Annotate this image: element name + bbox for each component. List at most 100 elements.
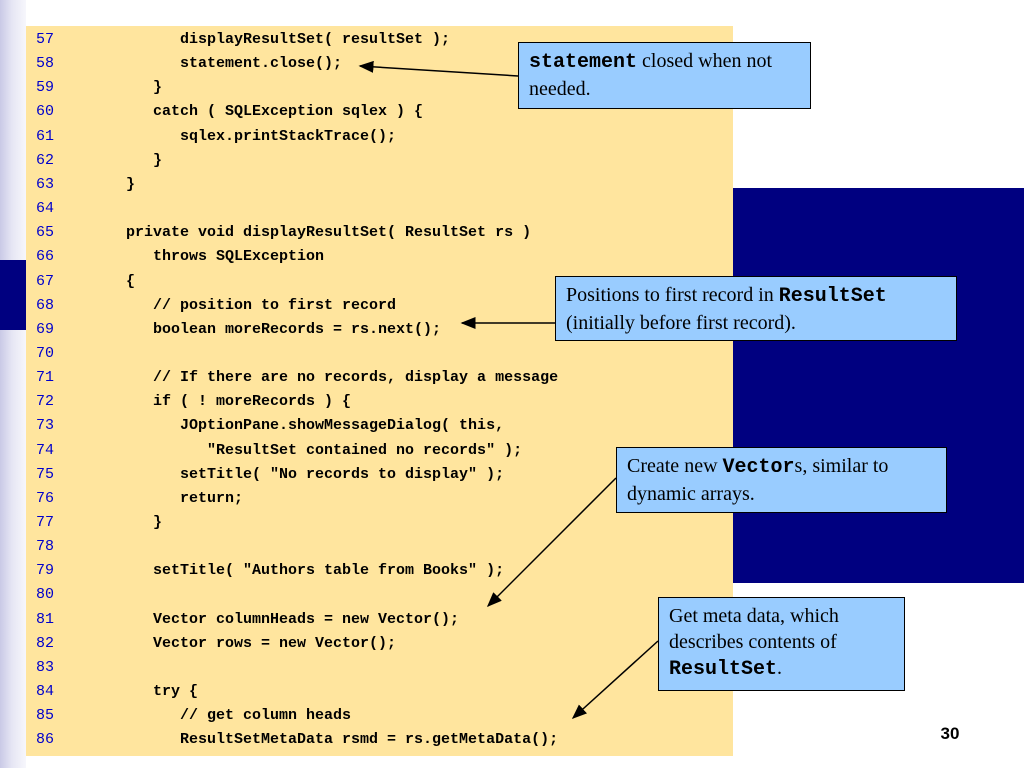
line-number: 85: [36, 707, 55, 725]
code-text: sqlex.printStackTrace();: [99, 127, 397, 145]
callout-text: Get meta data, which describes contents …: [669, 605, 839, 653]
code-line: 65 private void displayResultSet( Result…: [26, 221, 733, 245]
callout-text: Create new: [627, 455, 723, 477]
callout-text: closed when not needed.: [529, 50, 773, 100]
code-line: 78: [26, 535, 733, 559]
code-line: 85 // get column heads: [26, 704, 733, 728]
code-text: statement.close();: [99, 55, 343, 73]
line-number: 69: [36, 320, 55, 338]
line-number: 72: [36, 393, 55, 411]
code-line: 63 }: [26, 173, 733, 197]
line-number: 79: [36, 562, 55, 580]
code-line: 67 {: [26, 270, 733, 294]
line-number: 74: [36, 441, 55, 459]
arrow-metadata: [571, 640, 659, 720]
arrow-statement-close: [358, 60, 519, 77]
line-number: 65: [36, 224, 55, 242]
code-text: {: [99, 272, 136, 290]
line-number: 70: [36, 344, 55, 362]
line-number: 77: [36, 514, 55, 531]
line-number: 59: [36, 79, 55, 97]
line-number: 76: [36, 489, 55, 507]
code-line: 60 catch ( SQLException sqlex ) {: [26, 100, 733, 124]
line-number: 66: [36, 248, 55, 266]
line-number: 63: [36, 175, 55, 193]
code-text: // position to first record: [99, 296, 397, 314]
code-text: }: [99, 175, 136, 193]
line-number: 81: [36, 610, 55, 628]
code-text: boolean moreRecords = rs.next();: [99, 320, 442, 338]
code-line: 77 }: [26, 511, 733, 535]
line-number: 84: [36, 683, 55, 701]
code-line: 59 }: [26, 76, 733, 100]
callout-code-text: ResultSet: [669, 658, 778, 681]
code-text: // get column heads: [99, 707, 352, 725]
code-line: 69 boolean moreRecords = rs.next();: [26, 318, 733, 342]
code-line: 81 Vector columnHeads = new Vector();: [26, 608, 733, 632]
code-text: private void displayResultSet( ResultSet…: [99, 224, 532, 242]
right-blue-block: [733, 188, 1024, 583]
callout-text: .: [777, 657, 783, 679]
callout-code-text: statement: [529, 51, 638, 74]
line-number: 73: [36, 417, 55, 435]
line-number: 68: [36, 296, 55, 314]
left-blue-band: [0, 260, 26, 330]
code-text: JOptionPane.showMessageDialog( this,: [99, 417, 505, 435]
line-number: 58: [36, 55, 55, 73]
code-line: 74 "ResultSet contained no records" );: [26, 439, 733, 463]
line-number: 67: [36, 272, 55, 290]
code-text: ResultSetMetaData rsmd = rs.getMetaData(…: [99, 731, 559, 749]
callout-code-text: Vector: [722, 456, 795, 479]
code-text: }: [99, 514, 163, 531]
code-text: if ( ! moreRecords ) {: [99, 393, 352, 411]
code-text: "ResultSet contained no records" );: [99, 441, 523, 459]
code-line: 66 throws SQLException: [26, 245, 733, 269]
code-line: 71 // If there are no records, display a…: [26, 366, 733, 390]
code-line: 75 setTitle( "No records to display" );: [26, 463, 733, 487]
code-text: catch ( SQLException sqlex ) {: [99, 103, 424, 121]
callout-get-metadata: Get meta data, which describes contents …: [658, 597, 905, 691]
code-listing: 57 displayResultSet( resultSet );58 stat…: [26, 26, 733, 756]
code-text: try {: [99, 683, 199, 701]
line-number: 82: [36, 634, 55, 652]
code-text: throws SQLException: [99, 248, 325, 266]
code-text: setTitle( "No records to display" );: [99, 465, 505, 483]
code-line: 58 statement.close();: [26, 52, 733, 76]
slide-page-number: 30: [940, 724, 960, 743]
line-number: 78: [36, 538, 55, 556]
code-text: setTitle( "Authors table from Books" );: [99, 562, 505, 580]
code-line: 80: [26, 583, 733, 607]
code-line: 86 ResultSetMetaData rsmd = rs.getMetaDa…: [26, 728, 733, 752]
code-line: 57 displayResultSet( resultSet );: [26, 28, 733, 52]
code-text: displayResultSet( resultSet );: [99, 31, 451, 48]
line-number: 61: [36, 127, 55, 145]
code-line: 83: [26, 656, 733, 680]
code-line: 68 // position to first record: [26, 294, 733, 318]
callout-text: (initially before first record).: [566, 312, 796, 334]
code-text: Vector columnHeads = new Vector();: [99, 610, 460, 628]
line-number: 60: [36, 103, 55, 121]
line-number: 57: [36, 31, 55, 48]
line-number: 80: [36, 586, 55, 604]
code-line: 62 }: [26, 149, 733, 173]
callout-text: Positions to first record in: [566, 284, 779, 306]
arrow-vector: [486, 477, 617, 608]
line-number: 75: [36, 465, 55, 483]
code-text: Vector rows = new Vector();: [99, 634, 397, 652]
code-line: 72 if ( ! moreRecords ) {: [26, 390, 733, 414]
callout-positions-first-record: Positions to first record in ResultSet (…: [555, 276, 957, 341]
code-line: 84 try {: [26, 680, 733, 704]
code-line: 61 sqlex.printStackTrace();: [26, 125, 733, 149]
code-text: return;: [99, 489, 244, 507]
code-line: 76 return;: [26, 487, 733, 511]
code-line: 64: [26, 197, 733, 221]
line-number: 71: [36, 369, 55, 387]
code-line: 79 setTitle( "Authors table from Books" …: [26, 559, 733, 583]
callout-text: s, similar to dynamic arrays.: [627, 455, 889, 505]
callout-statement-closed: statement closed when not needed.: [518, 42, 811, 109]
line-number: 62: [36, 151, 55, 169]
left-decor-stripe: [0, 0, 26, 768]
line-number: 86: [36, 731, 55, 749]
code-line: 70: [26, 342, 733, 366]
